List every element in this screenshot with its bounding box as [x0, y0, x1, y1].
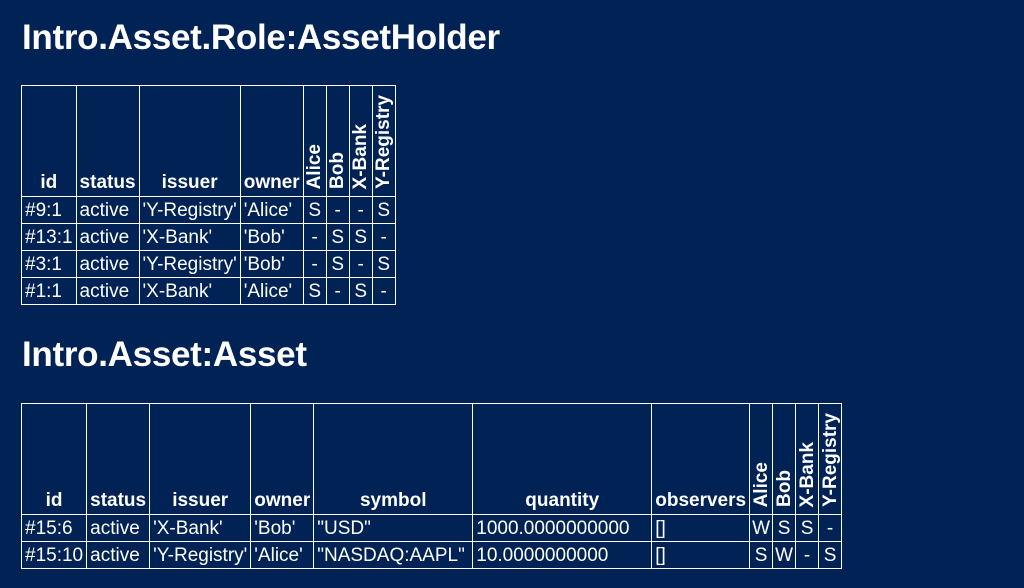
- party-column-header: Y-Registry: [818, 403, 843, 515]
- column-header: owner: [250, 403, 315, 515]
- table-row: #13:1 active 'X-Bank' 'Bob' - S S -: [21, 223, 396, 251]
- party-cell: S: [325, 223, 350, 251]
- column-header: issuer: [149, 403, 252, 515]
- header-row: id status issuer owner Alice Bob X-Bank …: [21, 85, 396, 197]
- party-cell: S: [371, 250, 396, 278]
- party-column-header: Y-Registry: [371, 85, 396, 197]
- party-column-header: Alice: [749, 403, 774, 515]
- column-header: id: [21, 85, 77, 197]
- header-row: id status issuer owner symbol quantity o…: [20, 403, 843, 515]
- party-column-header: Bob: [772, 403, 797, 515]
- column-header: status: [75, 85, 140, 197]
- party-cell: S: [818, 541, 843, 569]
- party-cell: -: [371, 223, 396, 251]
- owner-cell: 'Bob': [250, 514, 315, 542]
- party-name: Alice: [304, 143, 326, 189]
- party-cell: -: [371, 277, 396, 305]
- status-cell: active: [86, 514, 151, 542]
- party-cell: S: [795, 514, 820, 542]
- observers-cell: []: [651, 514, 751, 542]
- party-cell: S: [302, 196, 327, 224]
- asset-table: id status issuer owner symbol quantity o…: [20, 403, 843, 569]
- party-name: Bob: [327, 152, 349, 189]
- column-header: id: [20, 403, 88, 515]
- owner-cell: 'Bob': [239, 250, 304, 278]
- symbol-cell: "NASDAQ:AAPL": [313, 541, 474, 569]
- id-cell: #13:1: [21, 223, 77, 251]
- party-name: X-Bank: [350, 123, 372, 189]
- column-header: owner: [239, 85, 304, 197]
- party-cell: S: [749, 541, 774, 569]
- asset-holder-table: id status issuer owner Alice Bob X-Bank …: [21, 85, 396, 305]
- table-row: #3:1 active 'Y-Registry' 'Bob' - S - S: [21, 250, 396, 278]
- table-row: #9:1 active 'Y-Registry' 'Alice' S - - S: [21, 196, 396, 224]
- symbol-cell: "USD": [313, 514, 474, 542]
- party-column-header: X-Bank: [348, 85, 373, 197]
- status-cell: active: [75, 223, 140, 251]
- party-column-header: Alice: [302, 85, 327, 197]
- status-cell: active: [75, 196, 140, 224]
- party-cell: W: [749, 514, 774, 542]
- party-cell: -: [795, 541, 820, 569]
- issuer-cell: 'X-Bank': [149, 514, 252, 542]
- party-cell: S: [302, 277, 327, 305]
- party-cell: W: [772, 541, 797, 569]
- issuer-cell: 'X-Bank': [138, 223, 241, 251]
- owner-cell: 'Alice': [250, 541, 315, 569]
- id-cell: #1:1: [21, 277, 77, 305]
- table-title: Intro.Asset:Asset: [22, 335, 307, 374]
- issuer-cell: 'X-Bank': [138, 277, 241, 305]
- party-cell: S: [325, 250, 350, 278]
- table-row: #15:6 active 'X-Bank' 'Bob' "USD" 1000.0…: [20, 514, 843, 542]
- status-cell: active: [75, 250, 140, 278]
- issuer-cell: 'Y-Registry': [149, 541, 252, 569]
- table-row: #15:10 active 'Y-Registry' 'Alice' "NASD…: [20, 541, 843, 569]
- owner-cell: 'Alice': [239, 277, 304, 305]
- table-row: #1:1 active 'X-Bank' 'Alice' S - S -: [21, 277, 396, 305]
- party-cell: -: [302, 223, 327, 251]
- table-title: Intro.Asset.Role:AssetHolder: [22, 18, 500, 57]
- party-cell: S: [348, 223, 373, 251]
- party-cell: -: [325, 277, 350, 305]
- id-cell: #9:1: [21, 196, 77, 224]
- party-name: X-Bank: [796, 441, 818, 507]
- party-cell: S: [772, 514, 797, 542]
- party-name: Bob: [773, 470, 795, 507]
- status-cell: active: [75, 277, 140, 305]
- column-header: quantity: [472, 403, 653, 515]
- party-cell: S: [371, 196, 396, 224]
- column-header: observers: [651, 403, 751, 515]
- id-cell: #3:1: [21, 250, 77, 278]
- party-column-header: Bob: [325, 85, 350, 197]
- party-name: Y-Registry: [819, 413, 841, 507]
- party-cell: -: [348, 250, 373, 278]
- quantity-cell: 1000.0000000000: [472, 514, 653, 542]
- observers-cell: []: [651, 541, 751, 569]
- column-header: issuer: [138, 85, 241, 197]
- party-cell: -: [325, 196, 350, 224]
- party-name: Y-Registry: [373, 95, 395, 189]
- party-cell: S: [348, 277, 373, 305]
- party-cell: -: [302, 250, 327, 278]
- column-header: status: [86, 403, 151, 515]
- owner-cell: 'Bob': [239, 223, 304, 251]
- quantity-cell: 10.0000000000: [472, 541, 653, 569]
- party-cell: -: [348, 196, 373, 224]
- party-column-header: X-Bank: [795, 403, 820, 515]
- id-cell: #15:10: [20, 541, 88, 569]
- issuer-cell: 'Y-Registry': [138, 250, 241, 278]
- party-name: Alice: [750, 461, 772, 507]
- party-cell: -: [818, 514, 843, 542]
- owner-cell: 'Alice': [239, 196, 304, 224]
- id-cell: #15:6: [20, 514, 88, 542]
- status-cell: active: [86, 541, 151, 569]
- issuer-cell: 'Y-Registry': [138, 196, 241, 224]
- column-header: symbol: [313, 403, 474, 515]
